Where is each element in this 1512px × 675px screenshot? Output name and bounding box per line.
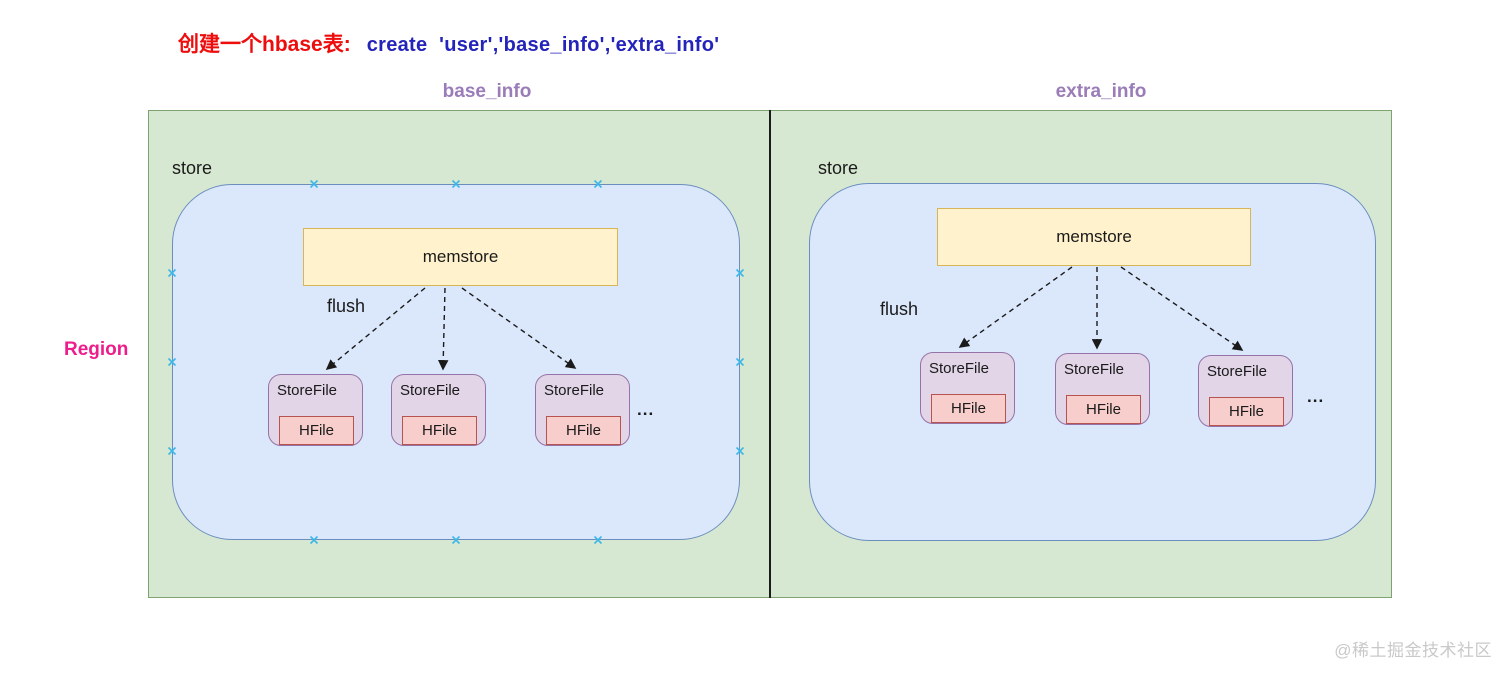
storefile-label: StoreFile	[1064, 361, 1125, 378]
hfile-label: HFile	[421, 422, 457, 439]
hfile-label: HFile	[950, 400, 986, 417]
hfile-label: HFile	[565, 422, 601, 439]
storefile-box: StoreFile HFile	[1198, 355, 1293, 427]
memstore-label: memstore	[1056, 227, 1132, 246]
hfile-box: HFile	[279, 416, 354, 445]
memstore-box: memstore	[303, 228, 618, 286]
storefile-box: StoreFile HFile	[535, 374, 630, 446]
storefile-label: StoreFile	[277, 382, 338, 399]
diagram-title: 创建一个hbase表: create 'user','base_info','e…	[178, 28, 719, 58]
hfile-box: HFile	[1209, 397, 1284, 426]
juejin-watermark: @稀土掘金技术社区	[1334, 641, 1492, 660]
hfile-box: HFile	[546, 416, 621, 445]
store-label: store	[172, 158, 213, 178]
storefile-box: StoreFile HFile	[920, 352, 1015, 424]
memstore-label: memstore	[422, 247, 499, 266]
hfile-label: HFile	[298, 422, 334, 439]
hfile-box: HFile	[931, 394, 1006, 423]
storefile-box: StoreFile HFile	[391, 374, 486, 446]
hfile-box: HFile	[1066, 395, 1141, 424]
more-storefiles-ellipsis: ...	[637, 400, 655, 419]
storefile-box: StoreFile HFile	[268, 374, 363, 446]
more-storefiles-ellipsis: ...	[1307, 387, 1325, 406]
storefile-box: StoreFile HFile	[1055, 353, 1150, 425]
column-header-extra-info: extra_info	[1055, 81, 1147, 102]
storefile-label: StoreFile	[1207, 363, 1268, 380]
hfile-box: HFile	[402, 416, 477, 445]
title-chinese-label: 创建一个hbase表:	[178, 33, 351, 56]
hfile-label: HFile	[1085, 401, 1121, 418]
create-table-command: create 'user','base_info','extra_info'	[366, 34, 720, 56]
storefile-label: StoreFile	[544, 382, 605, 399]
hfile-label: HFile	[1228, 403, 1264, 420]
region-label: Region	[64, 339, 129, 360]
memstore-box: memstore	[937, 208, 1251, 266]
flush-label: flush	[327, 296, 366, 316]
column-header-base-info: base_info	[442, 81, 532, 102]
flush-label: flush	[880, 299, 919, 319]
storefile-label: StoreFile	[929, 360, 990, 377]
store-label: store	[818, 158, 859, 178]
storefile-label: StoreFile	[400, 382, 461, 399]
column-divider-line	[769, 110, 771, 598]
